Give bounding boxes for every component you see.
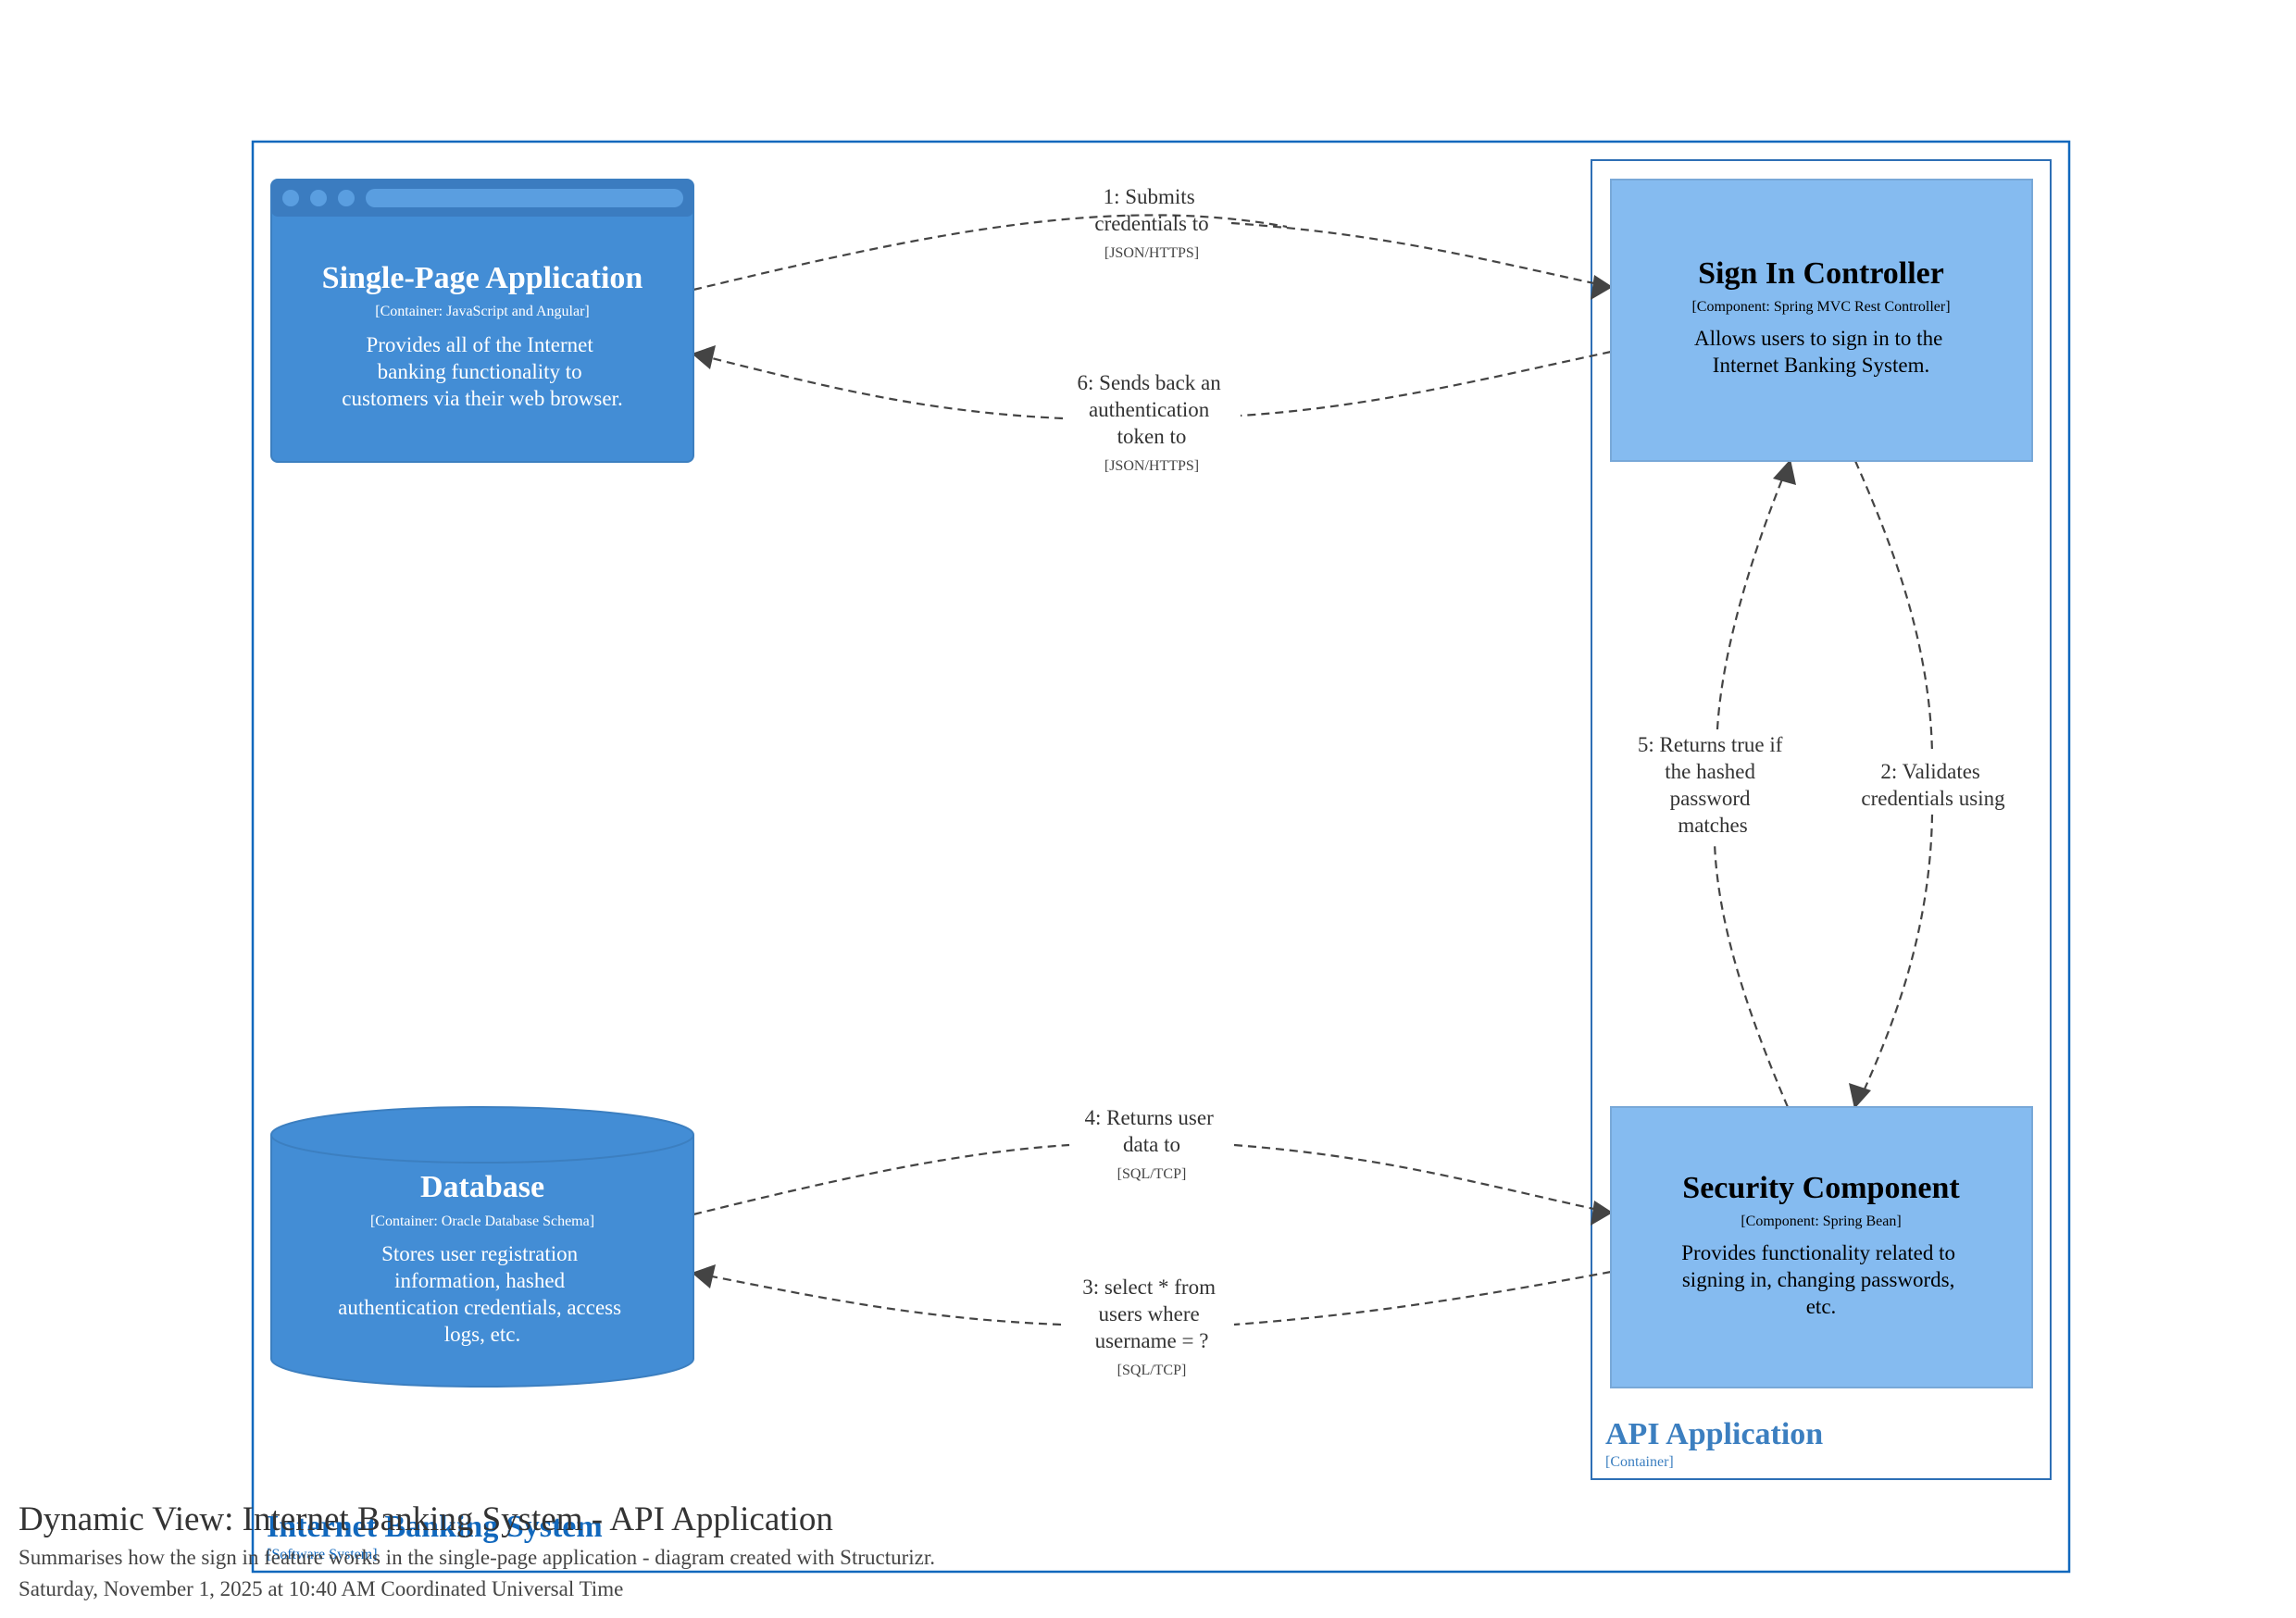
- security-name: Security Component: [1682, 1171, 1960, 1205]
- security-component[interactable]: Security Component [Component: Spring Be…: [1610, 1106, 2033, 1388]
- system-boundary-name: Internet Banking System: [267, 1510, 603, 1544]
- view-description: Summarises how the sign in feature works…: [19, 1546, 935, 1569]
- arrowheads: [692, 275, 1871, 1288]
- relationship-2-label: 2: Validates credentials using: [1861, 760, 2005, 810]
- arrowhead-3: [692, 1264, 716, 1288]
- arrowhead-4: [1591, 1201, 1613, 1226]
- container-boundary[interactable]: API Application [Container]: [1591, 159, 2052, 1480]
- signin-component[interactable]: Sign In Controller [Component: Spring MV…: [1610, 179, 2033, 462]
- browser-dot-icon: [310, 190, 327, 206]
- spa-container[interactable]: Single-Page Application [Container: Java…: [270, 179, 694, 463]
- relationship-4-line[interactable]: [693, 1143, 1612, 1216]
- relationship-4-label: 4: Returns user data to: [1084, 1106, 1218, 1156]
- database-type: [Container: Oracle Database Schema]: [370, 1214, 594, 1229]
- security-description: Provides functionality related to signin…: [1681, 1241, 1960, 1318]
- relationship-labels: 1: Submits credentials to [JSON/HTTPS] 6…: [1078, 185, 2006, 1378]
- spa-type: [Container: JavaScript and Angular]: [375, 304, 590, 319]
- relationship-4-tech: [SQL/TCP]: [1117, 1166, 1187, 1182]
- signin-description: Allows users to sign in to the Internet …: [1694, 327, 1948, 377]
- database-container[interactable]: Database [Container: Oracle Database Sch…: [270, 1106, 694, 1388]
- container-boundary-name: API Application: [1605, 1417, 1823, 1451]
- relationship-2-line[interactable]: [1853, 460, 1934, 1108]
- signin-name: Sign In Controller: [1698, 256, 1944, 291]
- spa-description: Provides all of the Internet banking fun…: [342, 333, 622, 410]
- relationship-6-line[interactable]: [693, 350, 1612, 420]
- arrowhead-5: [1773, 459, 1796, 485]
- system-boundary[interactable]: Internet Banking System [Software System…: [251, 140, 2071, 1574]
- database-description: Stores user registration information, ha…: [338, 1242, 627, 1346]
- view-title: Dynamic View: Internet Banking System - …: [19, 1500, 833, 1538]
- relationship-1-label: 1: Submits credentials to: [1094, 185, 1208, 235]
- browser-address-bar: [366, 189, 683, 207]
- arrowhead-2: [1849, 1083, 1871, 1109]
- relationship-3-line[interactable]: [693, 1270, 1612, 1326]
- relationship-1-tech: [JSON/HTTPS]: [1104, 245, 1199, 261]
- database-name: Database: [420, 1170, 544, 1204]
- relationship-3-label: 3: select * from users where username = …: [1082, 1276, 1220, 1352]
- relationship-6-label: 6: Sends back an authentication token to: [1078, 371, 1227, 448]
- container-boundary-type: [Container]: [1605, 1454, 1674, 1470]
- relationship-lines: [693, 214, 1934, 1326]
- database-top: [270, 1106, 694, 1164]
- relationship-3-tech: [SQL/TCP]: [1117, 1363, 1187, 1378]
- view-date: Saturday, November 1, 2025 at 10:40 AM C…: [19, 1577, 624, 1600]
- arrowhead-1: [1591, 275, 1613, 300]
- relationship-5-label: 5: Returns true if the hashed password m…: [1638, 733, 1788, 837]
- browser-dot-icon: [282, 190, 299, 206]
- signin-type: [Component: Spring MVC Rest Controller]: [1691, 299, 1950, 315]
- relationship-1-line[interactable]: [693, 214, 1612, 292]
- arrowhead-6: [692, 345, 716, 369]
- browser-dot-icon: [338, 190, 355, 206]
- relationship-5-line[interactable]: [1713, 460, 1791, 1108]
- relationship-6-tech: [JSON/HTTPS]: [1104, 458, 1199, 474]
- spa-name: Single-Page Application: [322, 261, 643, 295]
- security-type: [Component: Spring Bean]: [1741, 1214, 1901, 1229]
- system-boundary-type: [Software System]: [267, 1547, 378, 1562]
